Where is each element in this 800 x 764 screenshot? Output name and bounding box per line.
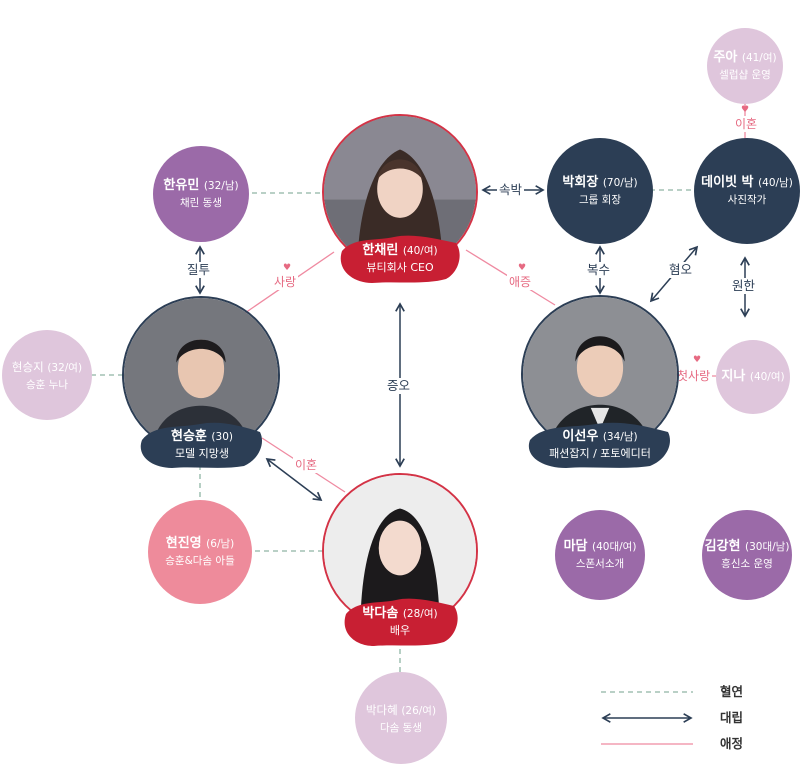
node-chairman[interactable]: 박회장 (70/남) 그룹 회장	[547, 138, 653, 244]
node-name: 지나 (40/여)	[721, 369, 785, 384]
label-divorce: 이혼	[293, 457, 320, 473]
legend-conflict-label: 대립	[718, 710, 746, 726]
legend-swatches	[601, 691, 693, 745]
node-name: 현승훈 (30)	[171, 429, 233, 444]
node-name: 마담 (40대/여)	[563, 539, 637, 554]
node-name: 박다혜 (26/여)	[365, 702, 437, 717]
node-name: 현승지 (32/여)	[11, 359, 83, 374]
legend-affection-label: 애정	[718, 736, 746, 752]
node-role: 모델 지망생	[174, 447, 230, 460]
node-yumin[interactable]: 한유민 (32/남) 채린 동생	[153, 146, 249, 242]
navy-ink-splash-icon	[528, 422, 670, 468]
heart-icon: ♥	[693, 355, 702, 365]
node-name: 주아 (41/여)	[713, 50, 777, 65]
node-ganghyun[interactable]: 김강현 (30대/남) 흥신소 운영	[702, 510, 792, 600]
label-love: 사랑	[272, 274, 299, 290]
node-role: 뷰티회사 CEO	[366, 261, 434, 274]
node-seungji[interactable]: 현승지 (32/여) 승훈 누나	[2, 330, 92, 420]
node-name: 현진영 (6/남)	[165, 536, 235, 551]
navy-ink-splash-icon	[140, 422, 263, 468]
node-role: 흥신소 운영	[721, 558, 773, 570]
red-ink-splash-icon	[344, 598, 458, 646]
node-name: 데이빗 박 (40/남)	[701, 175, 793, 190]
node-dahye[interactable]: 박다혜 (26/여) 다솜 동생	[355, 672, 447, 764]
node-name: 이선우 (34/남)	[562, 429, 638, 444]
node-madam[interactable]: 마담 (40대/여) 스폰서소개	[555, 510, 645, 600]
legend-kin-label: 혈연	[718, 684, 746, 700]
node-role: 셀럽샵 운영	[719, 69, 771, 81]
node-role: 패션잡지 / 포토에디터	[549, 447, 651, 460]
conflict-arrow-seunghoon-dasom	[265, 457, 323, 502]
node-role: 채린 동생	[180, 197, 222, 209]
caption-dasom: 박다솜 (28/여) 배우	[340, 596, 460, 648]
heart-icon: ♥	[741, 105, 750, 115]
node-role: 그룹 회장	[579, 194, 621, 206]
heart-icon: ♥	[283, 263, 292, 273]
label-revenge: 복수	[585, 262, 613, 278]
red-ink-splash-icon	[340, 235, 460, 283]
node-role: 다솜 동생	[380, 721, 422, 734]
node-jina[interactable]: 지나 (40/여)	[716, 340, 790, 414]
node-david[interactable]: 데이빗 박 (40/남) 사진작가	[694, 138, 800, 244]
label-love-hate: 애증	[507, 274, 534, 290]
node-role: 승훈 누나	[26, 378, 68, 391]
caption-sunwoo: 이선우 (34/남) 패션잡지 / 포토에디터	[526, 420, 674, 470]
label-grudge: 원한	[730, 278, 758, 294]
caption-seunghoon: 현승훈 (30) 모델 지망생	[138, 420, 266, 470]
heart-icon: ♥	[518, 263, 527, 273]
node-name: 박다솜 (28/여)	[362, 606, 438, 621]
node-role: 승훈&다솜 아들	[165, 555, 235, 567]
label-first-love: 첫사랑	[675, 368, 713, 384]
node-name: 김강현 (30대/남)	[704, 539, 790, 554]
node-jua[interactable]: 주아 (41/여) 셀럽샵 운영	[707, 28, 783, 104]
node-role: 스폰서소개	[575, 558, 625, 570]
caption-chaerin: 한채린 (40/여) 뷰티회사 CEO	[336, 233, 464, 285]
label-bondage: 속박	[497, 182, 525, 198]
node-name: 한채린 (40/여)	[362, 243, 438, 258]
label-hatred: 증오	[385, 378, 413, 394]
node-role: 배우	[389, 624, 411, 637]
node-name: 한유민 (32/남)	[163, 178, 239, 193]
node-jinyoung[interactable]: 현진영 (6/남) 승훈&다솜 아들	[148, 500, 252, 604]
node-name: 박회장 (70/남)	[562, 175, 638, 190]
node-role: 사진작가	[727, 194, 767, 206]
label-jealousy: 질투	[185, 262, 213, 278]
label-disgust: 혐오	[667, 262, 695, 278]
label-divorce-top: 이혼	[733, 116, 760, 132]
